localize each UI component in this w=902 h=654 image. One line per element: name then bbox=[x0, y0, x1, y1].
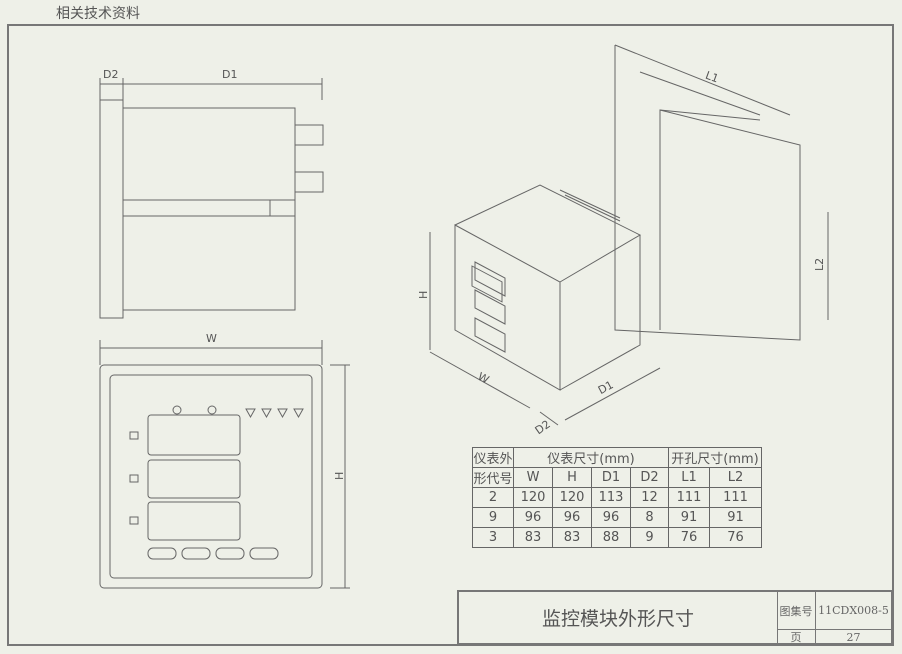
cell: 88 bbox=[591, 527, 631, 548]
iso-label-w: W bbox=[475, 370, 491, 387]
cell: 9 bbox=[472, 507, 514, 528]
front-view: W H bbox=[99, 332, 350, 589]
cell: 3 bbox=[472, 527, 514, 548]
drawing-title: 监控模块外形尺寸 bbox=[459, 592, 778, 643]
cell: 83 bbox=[513, 527, 553, 548]
dimension-table: 仪表外 仪表尺寸(mm) 开孔尺寸(mm) 形代号 W H D1 D2 L1 L… bbox=[472, 447, 762, 548]
iso-view: L1 L2 H W D1 D2 bbox=[417, 44, 829, 438]
cell: 96 bbox=[513, 507, 553, 528]
iso-label-l2: L2 bbox=[813, 258, 826, 271]
cell: 12 bbox=[630, 487, 669, 508]
title-block: 监控模块外形尺寸 图集号 11CDX008-5 页 27 bbox=[457, 590, 893, 645]
table-header: D1 bbox=[591, 467, 631, 488]
atlas-number: 11CDX008-5 bbox=[816, 592, 891, 630]
label-w: W bbox=[206, 332, 217, 345]
cell: 96 bbox=[591, 507, 631, 528]
table-header: 仪表尺寸(mm) bbox=[513, 447, 669, 468]
cell: 113 bbox=[591, 487, 631, 508]
header-text: 相关技术资料 bbox=[56, 6, 140, 22]
cell: 96 bbox=[552, 507, 592, 528]
table-header: D2 bbox=[630, 467, 669, 488]
cell: 76 bbox=[709, 527, 762, 548]
table-header: 形代号 bbox=[472, 467, 514, 488]
iso-label-d2: D2 bbox=[533, 418, 553, 438]
cell: 120 bbox=[513, 487, 553, 508]
iso-label-d1: D1 bbox=[596, 378, 616, 397]
table-header: 仪表外 bbox=[472, 447, 514, 468]
cell: 120 bbox=[552, 487, 592, 508]
iso-label-l1: L1 bbox=[704, 69, 721, 86]
atlas-label: 图集号 bbox=[777, 592, 816, 630]
label-h: H bbox=[333, 472, 346, 480]
label-d1: D1 bbox=[222, 68, 237, 81]
page-label: 页 bbox=[777, 630, 816, 644]
page-number: 27 bbox=[846, 630, 861, 644]
cell: 111 bbox=[709, 487, 762, 508]
cell: 91 bbox=[709, 507, 762, 528]
table-header: W bbox=[513, 467, 553, 488]
cell: 2 bbox=[472, 487, 514, 508]
cell: 83 bbox=[552, 527, 592, 548]
cell: 91 bbox=[668, 507, 710, 528]
side-view: D2 D1 bbox=[99, 68, 324, 319]
label-d2: D2 bbox=[103, 68, 118, 81]
table-header: H bbox=[552, 467, 592, 488]
iso-label-h: H bbox=[417, 291, 430, 299]
cell: 8 bbox=[630, 507, 669, 528]
cell: 111 bbox=[668, 487, 710, 508]
table-header: L2 bbox=[709, 467, 762, 488]
table-header: L1 bbox=[668, 467, 710, 488]
cell: 76 bbox=[668, 527, 710, 548]
table-header: 开孔尺寸(mm) bbox=[668, 447, 762, 468]
cell: 9 bbox=[630, 527, 669, 548]
